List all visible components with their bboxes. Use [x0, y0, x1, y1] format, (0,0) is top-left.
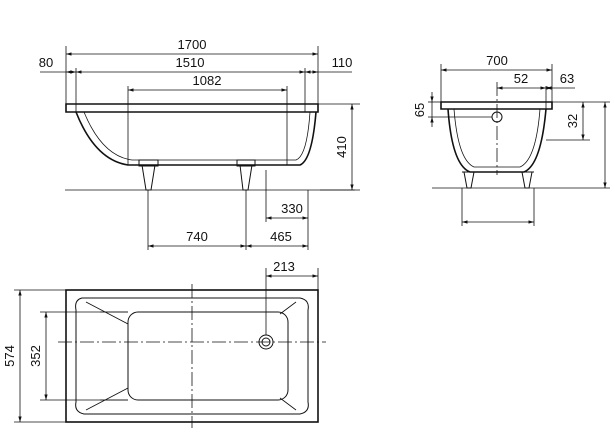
dim-63: 63 [560, 71, 574, 86]
dim-330: 330 [281, 201, 303, 216]
foot-right [239, 164, 253, 191]
top-bottom-area [127, 311, 289, 401]
foot-left-bracket [138, 159, 159, 167]
drain-inner [261, 337, 271, 347]
tub-rim [65, 103, 319, 113]
dim-352: 352 [28, 345, 43, 367]
dim-410: 410 [334, 136, 349, 158]
dim-80: 80 [39, 55, 53, 70]
dim-740: 740 [186, 229, 208, 244]
tub-body-inner [83, 111, 311, 161]
dim-1700: 1700 [178, 37, 207, 52]
dim-110: 110 [332, 55, 353, 70]
side-foot-right [521, 171, 533, 189]
rim-diagonal [279, 397, 297, 411]
rim-diagonal [279, 301, 297, 315]
dim-700-side: 700 [486, 53, 508, 68]
dim-574: 574 [2, 345, 17, 367]
dim-1082: 1082 [193, 73, 222, 88]
dim-465: 465 [270, 229, 292, 244]
dim-213: 213 [273, 259, 295, 274]
rim-diagonal [85, 387, 129, 411]
foot-left [141, 164, 156, 191]
top-view: 213 574 352 [2, 259, 326, 428]
side-view: 700 52 63 65 32 [412, 53, 610, 226]
tub-body [75, 111, 317, 166]
rim-diagonal [85, 301, 129, 325]
dim-52: 52 [514, 71, 528, 86]
dim-65: 65 [412, 103, 427, 117]
top-inner-rim [75, 297, 309, 415]
side-foot-left [463, 171, 475, 189]
dim-1510: 1510 [176, 55, 205, 70]
dim-32: 32 [565, 114, 580, 128]
side-rim [440, 101, 553, 110]
side-body [447, 108, 547, 173]
foot-right-bracket [236, 159, 256, 167]
front-view: 1700 80 1510 110 1082 410 330 740 465 [39, 37, 360, 250]
